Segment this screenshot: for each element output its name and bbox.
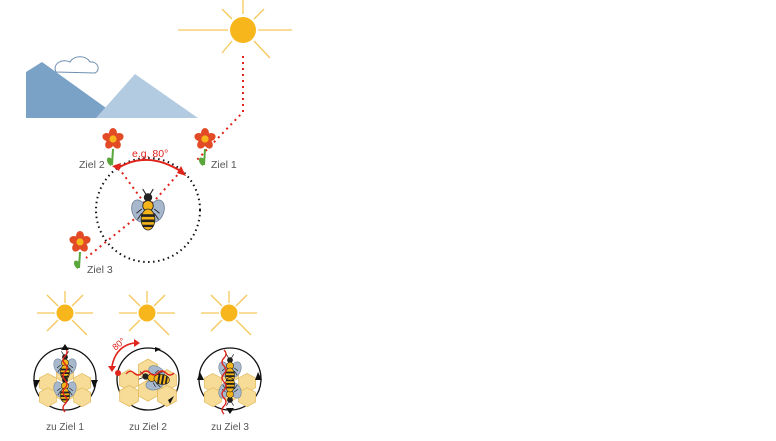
flower-icon-goal2 [100,127,126,167]
angle-arrow-left [112,163,121,171]
small-sun-icon [118,290,176,336]
arrow-icon [108,366,116,372]
dance-panel-goal2: 80° zu Ziel 2 [108,290,180,433]
direction-line-goal2 [117,166,149,209]
angle-arrow-right [177,166,186,176]
goal2-label: Ziel 2 [79,159,105,171]
waggle-path [125,370,175,376]
small-sun-icon [200,290,258,336]
panel-caption: zu Ziel 3 [211,422,249,433]
arrow-icon [255,372,262,380]
goal1-label: Ziel 1 [211,159,237,171]
bee-icon [128,188,168,231]
angle-arc-small [111,342,135,367]
waggle-path [62,347,68,413]
dance-panel-goal1: zu Ziel 1 [33,290,98,433]
arrow-icon [226,408,234,414]
cloud-icon [54,56,99,74]
direction-line-goal1 [147,171,181,209]
arrow-icon [197,372,204,380]
mountain-dark [26,62,120,118]
angle-label: e.g. 80° [132,148,168,160]
goal3-label: Ziel 3 [87,264,113,276]
arrow-icon [134,339,140,347]
arrow-icon [155,347,161,352]
start-dot [115,370,121,376]
arrow-icon [61,344,69,350]
panel-caption: zu Ziel 1 [46,422,84,433]
arrow-icon [33,380,40,388]
mountain-light [96,74,198,118]
sun-icon [178,0,292,59]
dance-circle [95,157,201,263]
small-sun-icon [36,290,94,336]
angle-arc [117,158,183,173]
angle-label-small: 80° [110,336,127,353]
arrow-icon [91,380,98,388]
waggle-path [221,349,227,415]
dance-panel-goal3: zu Ziel 3 [197,290,262,433]
arrow-icon [168,396,174,404]
panel-caption: zu Ziel 2 [129,422,167,433]
